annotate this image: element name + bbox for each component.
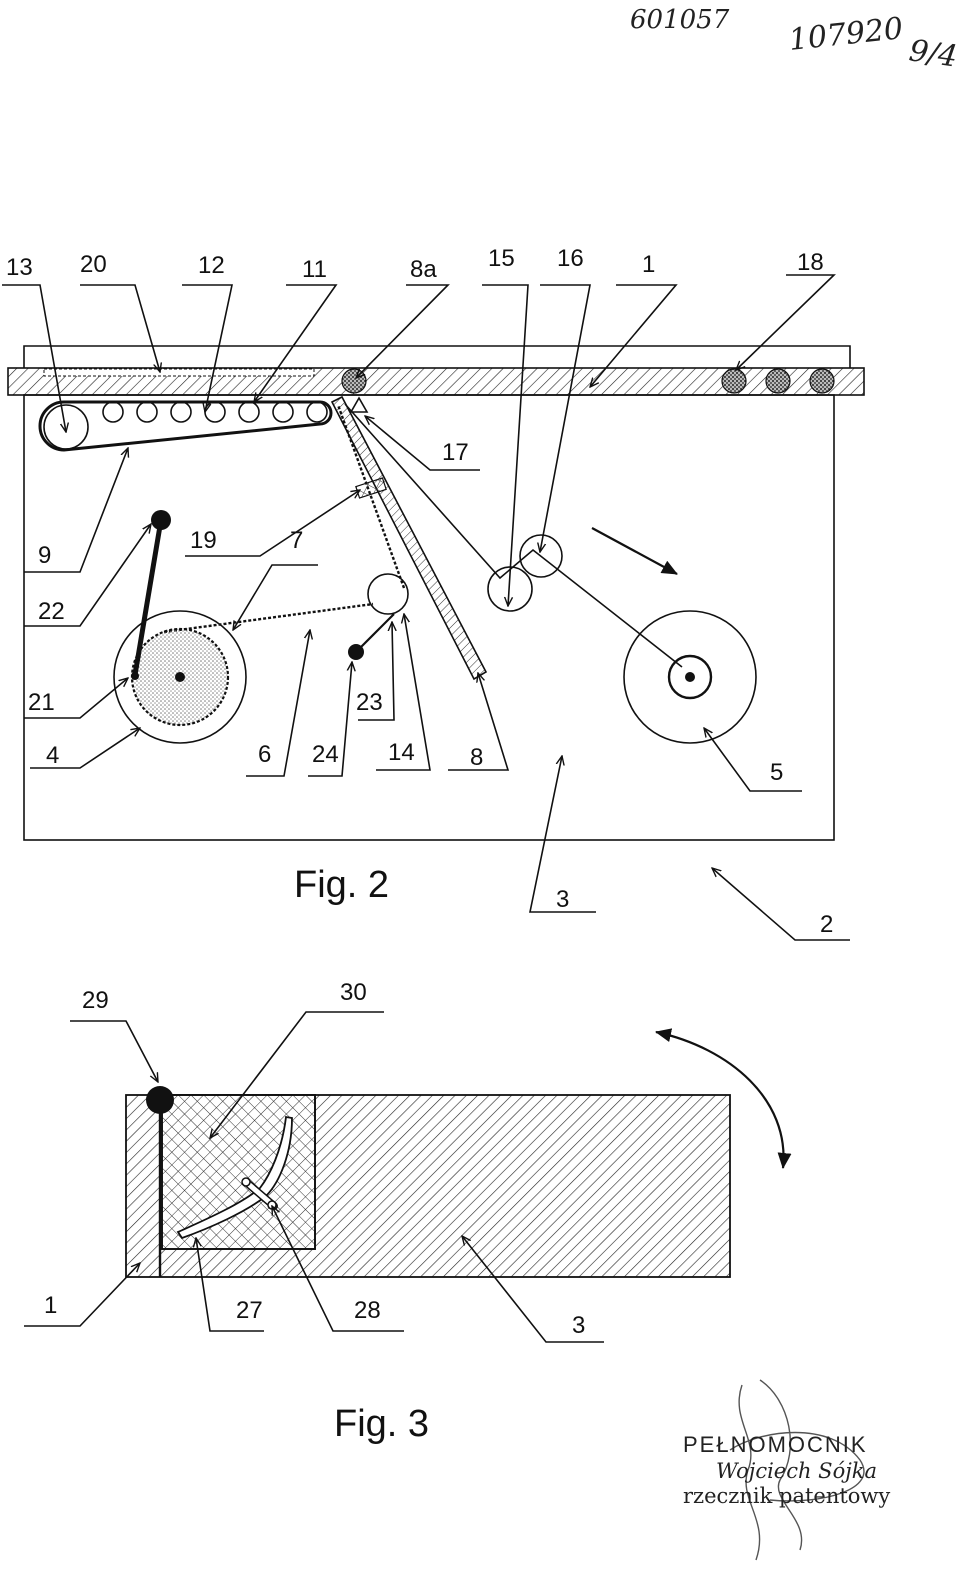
label-7: 7 [290,527,303,554]
label-8a: 8a [410,256,437,283]
label-1-fig3: 1 [44,1292,57,1319]
label-24: 24 [312,741,339,768]
reel-5-axis [685,672,695,682]
figure-2: 13 20 12 11 8a 15 16 1 18 17 9 19 7 22 2… [2,245,865,941]
label-30: 30 [340,979,367,1006]
label-1: 1 [642,251,655,278]
label-5: 5 [770,759,783,786]
direction-arrow [591,527,678,575]
label-28: 28 [354,1297,381,1324]
stamp-title: PEŁNOMOCNIK [683,1432,868,1457]
fig2-labels: 13 20 12 11 8a 15 16 1 18 17 9 19 7 22 2… [6,245,833,938]
roller-18a [721,368,747,394]
roller-14 [367,573,409,615]
belt-rollers-12 [102,401,328,423]
clip-27 [176,1115,293,1240]
label-11: 11 [302,256,327,283]
label-17: 17 [442,439,469,466]
fig2-leaders [2,274,850,941]
label-12: 12 [198,252,225,279]
arm-23 [355,613,395,653]
blade-8 [330,395,488,681]
label-18: 18 [797,249,824,276]
pivot-22 [151,510,171,530]
label-21: 21 [28,689,55,716]
label-23: 23 [356,689,383,716]
film-7 [336,404,406,589]
reel-5-core [667,654,713,700]
stamp-name: Wojciech Sójka [716,1459,877,1483]
label-9: 9 [38,542,51,569]
label-22: 22 [38,598,65,625]
label-29: 29 [82,987,109,1014]
sheet-number: 9/4 [907,33,960,74]
label-3-fig3: 3 [572,1312,585,1339]
lid-outline [23,345,851,368]
label-13: 13 [6,254,33,281]
film-6 [163,602,374,634]
label-20: 20 [80,251,107,278]
hinge-29 [146,1086,174,1114]
label-19: 19 [190,527,217,554]
pivot-24 [348,644,364,660]
reel-5 [623,610,757,744]
figure-3-caption: Fig. 3 [334,1403,429,1445]
signature [729,1379,865,1561]
handwritten-number-right: 107920 [787,11,905,58]
label-27: 27 [236,1297,263,1324]
label-3: 3 [556,886,569,913]
stamp-role: rzecznik patentowy [683,1484,890,1508]
header-handwriting: 601057 107920 9/4 [630,5,960,75]
reel-4-axis [175,672,185,682]
label-14: 14 [388,739,415,766]
rotation-arrow [655,1028,792,1169]
label-15: 15 [488,245,515,272]
figure-2-caption: Fig. 2 [294,864,389,906]
label-2: 2 [820,911,833,938]
fig3-leaders [24,1011,604,1343]
belt-drive-roller-13 [43,404,89,450]
lever-28-pin-a [241,1177,251,1187]
film-path-right [344,403,683,668]
roller-18c [809,368,835,394]
attorney-stamp: PEŁNOMOCNIK Wojciech Sójka rzecznik pate… [683,1379,890,1561]
reel-4 [113,610,247,744]
label-8: 8 [470,744,483,771]
label-4: 4 [46,742,59,769]
fig3-labels: 29 30 1 27 28 3 [44,979,585,1339]
roller-18b [765,368,791,394]
sensor-17 [349,396,369,413]
plate-1 [7,367,865,396]
arm-21-tip [131,672,139,680]
handwritten-number-left: 601057 [630,5,730,35]
conveyor-belt-9 [38,400,333,452]
label-16: 16 [557,245,584,272]
label-6: 6 [258,741,271,768]
arm-21 [132,519,164,676]
figure-3: 29 30 1 27 28 3 Fig. 3 [24,979,792,1445]
layer-20 [43,368,315,377]
roller-16 [519,534,563,578]
